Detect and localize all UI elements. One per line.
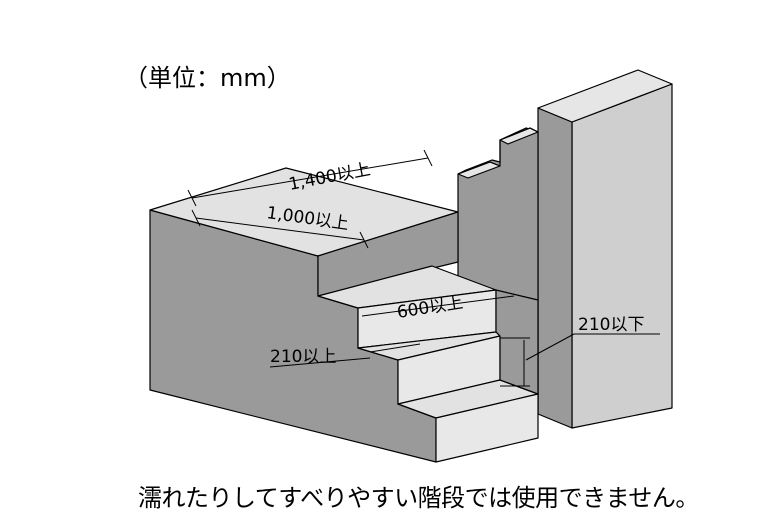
dim-600-line	[361, 295, 515, 317]
caption-text: 濡れたりしてすべりやすい階段では使用できません。	[138, 484, 699, 512]
dim-210-tread-line	[369, 343, 421, 353]
dim-210-tread-leader	[269, 357, 371, 368]
rear-step-edges	[457, 127, 539, 175]
rear-column-top-face	[537, 69, 673, 123]
lower-steps-side	[495, 289, 539, 395]
unit-label: （単位：mm）	[124, 64, 291, 92]
step-3-riser	[435, 393, 539, 463]
rear-column-front-face	[537, 107, 573, 429]
dim-210-riser-label: 210以下	[578, 315, 644, 335]
dim-1400-ext-left	[187, 189, 197, 207]
dimension-lines	[187, 149, 660, 387]
rear-column-side-face	[571, 83, 673, 429]
dim-210-tread-label: 210以上	[270, 347, 336, 367]
dim-1400-ext-right	[423, 149, 433, 167]
upper-landing-side	[317, 211, 459, 297]
dim-1400-line	[191, 157, 429, 199]
dim-1000-ext-left	[191, 209, 201, 227]
dim-1000-line	[195, 217, 365, 241]
main-stair-block	[149, 167, 539, 463]
dim-210-riser-leader	[525, 333, 575, 361]
dim-1000-ext-right	[359, 231, 369, 249]
